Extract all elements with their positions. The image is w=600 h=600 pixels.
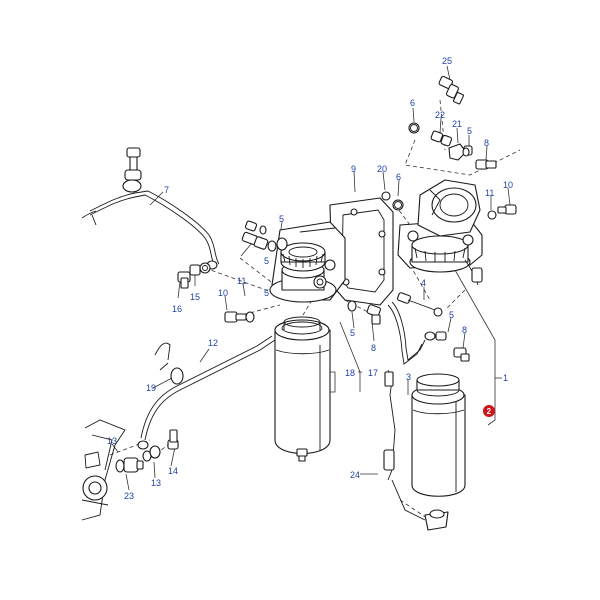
fittings-lower-left (115, 429, 179, 473)
callout-8: 8 (371, 343, 376, 353)
right-filter-head (397, 179, 483, 286)
callout-11: 11 (485, 188, 494, 198)
callout-25: 25 (442, 56, 452, 66)
central-pipe (347, 292, 470, 365)
engine-block (81, 419, 126, 521)
callout-4: 4 (421, 278, 426, 288)
callout-10: 10 (503, 180, 513, 190)
callout-5: 5 (264, 256, 269, 266)
callout-8: 8 (462, 325, 467, 335)
callout-5: 5 (350, 328, 355, 338)
left-filter-element (274, 316, 331, 462)
callout-15: 15 (190, 292, 200, 302)
callout-5: 5 (264, 288, 269, 298)
callout-21: 21 (452, 119, 462, 129)
callout-labels: 25 6 22 21 5 8 20 6 11 10 7 9 5 5 11 15 … (107, 56, 513, 501)
fuel-line-7 (81, 147, 220, 270)
callout-8: 8 (484, 138, 489, 148)
callout-12: 12 (208, 338, 218, 348)
highlight-label: 2 (487, 407, 492, 416)
callout-3: 3 (406, 372, 411, 382)
callout-9: 9 (351, 164, 356, 174)
callout-17: 17 (368, 368, 378, 378)
callout-13: 13 (107, 436, 117, 446)
callout-6: 6 (396, 172, 401, 182)
left-fittings (177, 220, 288, 323)
left-filter-head (269, 221, 346, 303)
callout-22: 22 (435, 110, 445, 120)
callout-24: 24 (350, 470, 360, 480)
callout-23: 23 (124, 491, 134, 501)
right-upper-fittings (381, 75, 517, 220)
callout-5: 5 (467, 126, 472, 136)
callout-1: 1 (503, 373, 508, 383)
callout-16: 16 (172, 304, 182, 314)
callout-10: 10 (218, 288, 228, 298)
highlight-callout-2[interactable]: 2 (483, 405, 495, 417)
callout-6: 6 (410, 98, 415, 108)
leader-lines (111, 65, 511, 491)
callout-11: 11 (237, 276, 246, 286)
callout-20: 20 (377, 164, 387, 174)
fuel-line-12 (137, 335, 276, 450)
callout-5: 5 (449, 310, 454, 320)
callout-14: 14 (168, 466, 178, 476)
right-filter-element (383, 369, 466, 531)
callout-13: 13 (151, 478, 161, 488)
highlight-badge[interactable] (483, 405, 495, 417)
callout-7: 7 (164, 185, 169, 195)
callout-5: 5 (279, 214, 284, 224)
callout-18: 18 (345, 368, 355, 378)
callout-19: 19 (146, 383, 156, 393)
